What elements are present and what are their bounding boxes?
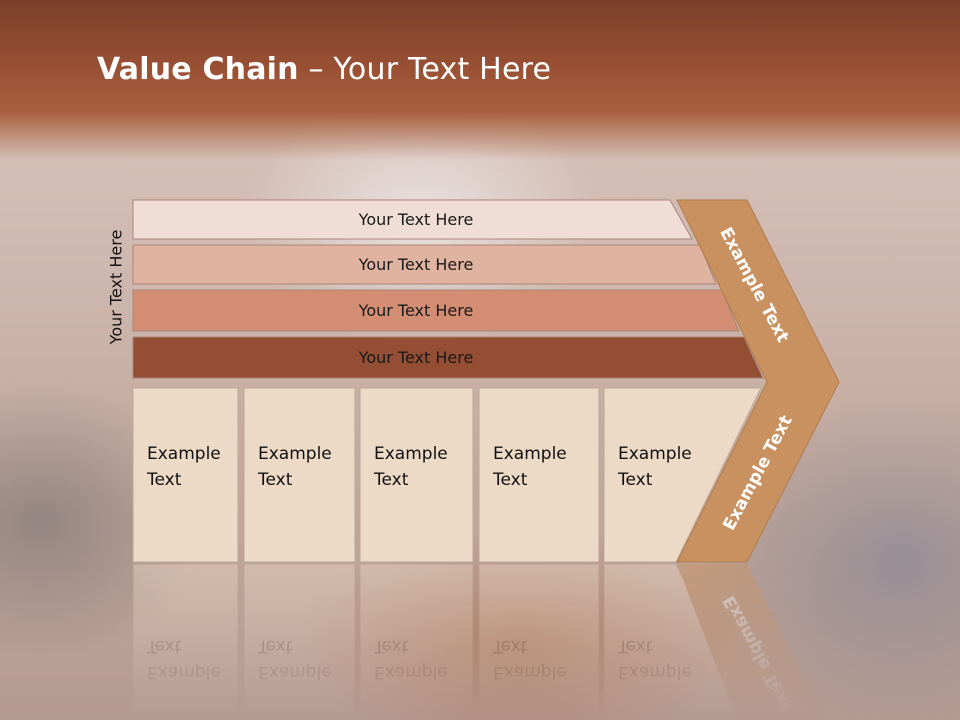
support-bar-shape[interactable] [132,199,693,240]
support-bar-label: Your Text Here [358,301,474,320]
activity-box-reflection [478,563,600,720]
activity-text-reflection: Example Text [617,636,692,682]
reflection-line2: Text [146,636,182,656]
activity-box-reflection [603,563,753,720]
support-bar-label: Your Text Here [358,210,474,229]
reflection-line2: Text [257,636,293,656]
title-bold: Value Chain [97,52,299,87]
activity-box-shape[interactable] [243,387,356,563]
activity-box-reflection [243,563,356,720]
slide-title[interactable]: Value Chain – Your Text Here [97,52,551,87]
support-bar[interactable]: Your Text Here [132,289,740,332]
primary-activities: ExampleTextExampleTextExampleTextExample… [132,387,762,563]
title-bar [0,0,960,160]
activity-text-reflection: Example Text [492,636,567,682]
activity-label-line2: Text [146,470,182,490]
reflection-line1: Example [147,662,221,682]
reflection-line1: Example [493,662,567,682]
activity-box-reflection [132,563,239,720]
activity-box-shape[interactable] [603,387,762,563]
reflection-line1: Example [374,662,448,682]
activity-label-line1: Example [493,444,567,464]
support-bar[interactable]: Your Text Here [132,244,717,285]
activity-label-line2: Text [257,470,293,490]
activity-label-line2: Text [492,470,528,490]
support-bar-label: Your Text Here [358,348,474,367]
support-bar-shape[interactable] [132,336,764,379]
activity-label-line1: Example [374,444,448,464]
margin-arrow-shape[interactable] [676,199,840,563]
activity-text-reflection: Example Text [146,636,221,682]
reflection-line2: Text [373,636,409,656]
reflection-line2: Text [617,636,653,656]
support-bar[interactable]: Your Text Here [132,336,764,379]
support-bar-label: Your Text Here [358,255,474,274]
activity-box-shape[interactable] [478,387,600,563]
activity-text-reflection: Example Text [257,636,332,682]
diagram-reflection: ExampleTextExampleTextExampleTextExample… [132,563,825,720]
reflection-line1: Example [258,662,332,682]
reflection-line1: Example [618,662,692,682]
activity-label-line1: Example [618,444,692,464]
activity-label-line1: Example [258,444,332,464]
activity-label-line2: Text [373,470,409,490]
activity-label-line2: Text [617,470,653,490]
support-bar[interactable]: Your Text Here [132,199,693,240]
activity-text-reflection: Example Text [373,636,448,682]
support-bar-shape[interactable] [132,289,740,332]
activity-box-shape[interactable] [359,387,474,563]
activity-label-line1: Example [147,444,221,464]
reflection-line2: Text [492,636,528,656]
activity-box-reflection [359,563,474,720]
support-bar-shape[interactable] [132,244,717,285]
title-rest: – Your Text Here [298,52,552,87]
activity-box-shape[interactable] [132,387,239,563]
